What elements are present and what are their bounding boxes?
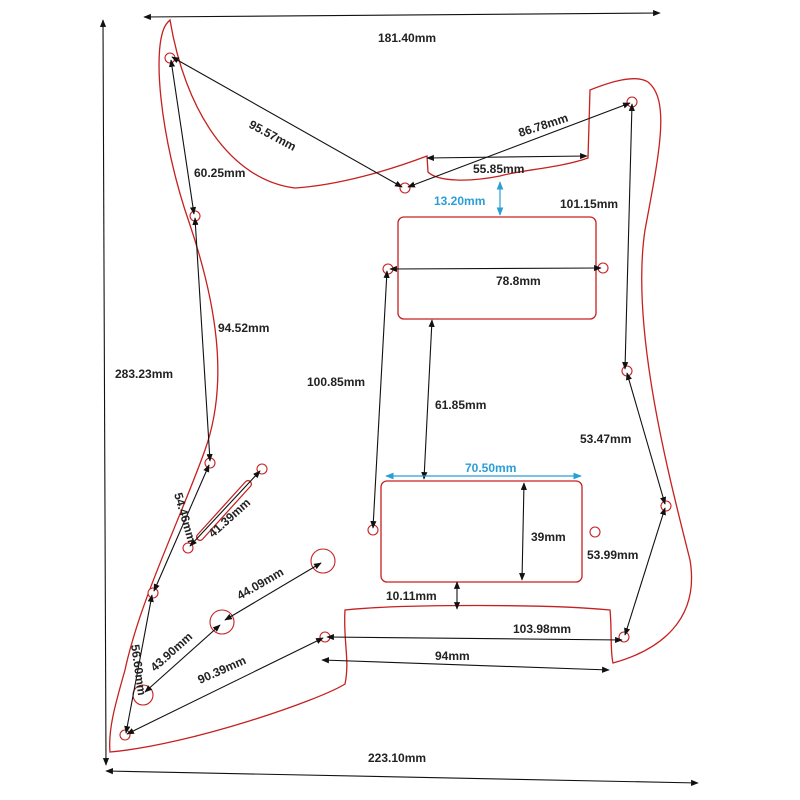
label-53-47: 53.47mm xyxy=(580,432,631,446)
dim-line-101-15 xyxy=(622,103,635,370)
label-53-99: 53.99mm xyxy=(587,548,638,562)
screw-hole xyxy=(399,182,411,194)
screw-hole xyxy=(660,500,672,512)
dimension-labels: 181.40mm 223.10mm 283.23mm 95.57mm 86.78… xyxy=(115,31,638,765)
label-43-90: 43.90mm xyxy=(148,629,196,674)
pickguard-outline xyxy=(109,18,693,753)
label-10-11: 10.11mm xyxy=(386,589,437,603)
screw-hole xyxy=(119,729,131,741)
pot-hole xyxy=(310,548,336,574)
screw-hole xyxy=(147,587,159,599)
label-55-85: 55.85mm xyxy=(473,162,524,176)
label-94-52: 94.52mm xyxy=(218,321,269,335)
label-103-98: 103.98mm xyxy=(513,622,571,636)
label-94: 94mm xyxy=(435,649,470,663)
dim-line-61-85 xyxy=(421,319,435,480)
label-78-8: 78.8mm xyxy=(496,274,541,288)
label-56-60: 56.60mm xyxy=(128,643,149,696)
bridge-pickup-route xyxy=(380,480,583,583)
dimension-lines xyxy=(99,9,699,786)
dim-line-94-52 xyxy=(192,217,213,462)
label-90-39: 90.39mm xyxy=(196,653,249,687)
dim-line-60-25 xyxy=(168,59,197,215)
label-height: 283.23mm xyxy=(115,367,173,381)
dim-line-bottom-width xyxy=(105,768,699,786)
dim-line-55-85 xyxy=(426,153,588,161)
label-61-85: 61.85mm xyxy=(435,398,486,412)
dim-line-53-47 xyxy=(625,372,667,505)
label-60-25: 60.25mm xyxy=(194,166,245,180)
label-39: 39mm xyxy=(531,530,566,544)
dim-line-94 xyxy=(321,657,610,673)
label-100-85: 100.85mm xyxy=(307,375,365,389)
dim-line-top-width xyxy=(143,9,661,21)
dim-line-height xyxy=(99,19,110,766)
label-70-50: 70.50mm xyxy=(465,461,516,475)
dim-line-95-57 xyxy=(171,56,403,188)
dim-line-44-09 xyxy=(224,562,322,621)
label-95-57: 95.57mm xyxy=(247,117,299,153)
dim-line-103-98 xyxy=(326,633,623,644)
label-bottom-width: 223.10mm xyxy=(368,751,426,765)
dim-line-86-78 xyxy=(407,102,631,188)
dim-line-53-99 xyxy=(624,507,666,636)
label-13-20: 13.20mm xyxy=(434,194,485,208)
dim-line-78-8 xyxy=(389,264,602,273)
dim-line-41-39 xyxy=(189,470,261,547)
dim-line-100-85 xyxy=(370,270,390,529)
screw-hole xyxy=(589,526,601,538)
dim-line-90-39 xyxy=(126,637,324,735)
label-top-width: 181.40mm xyxy=(378,31,436,45)
label-44-09: 44.09mm xyxy=(235,565,286,603)
dim-line-39 xyxy=(519,482,527,581)
label-101-15: 101.15mm xyxy=(560,197,618,211)
